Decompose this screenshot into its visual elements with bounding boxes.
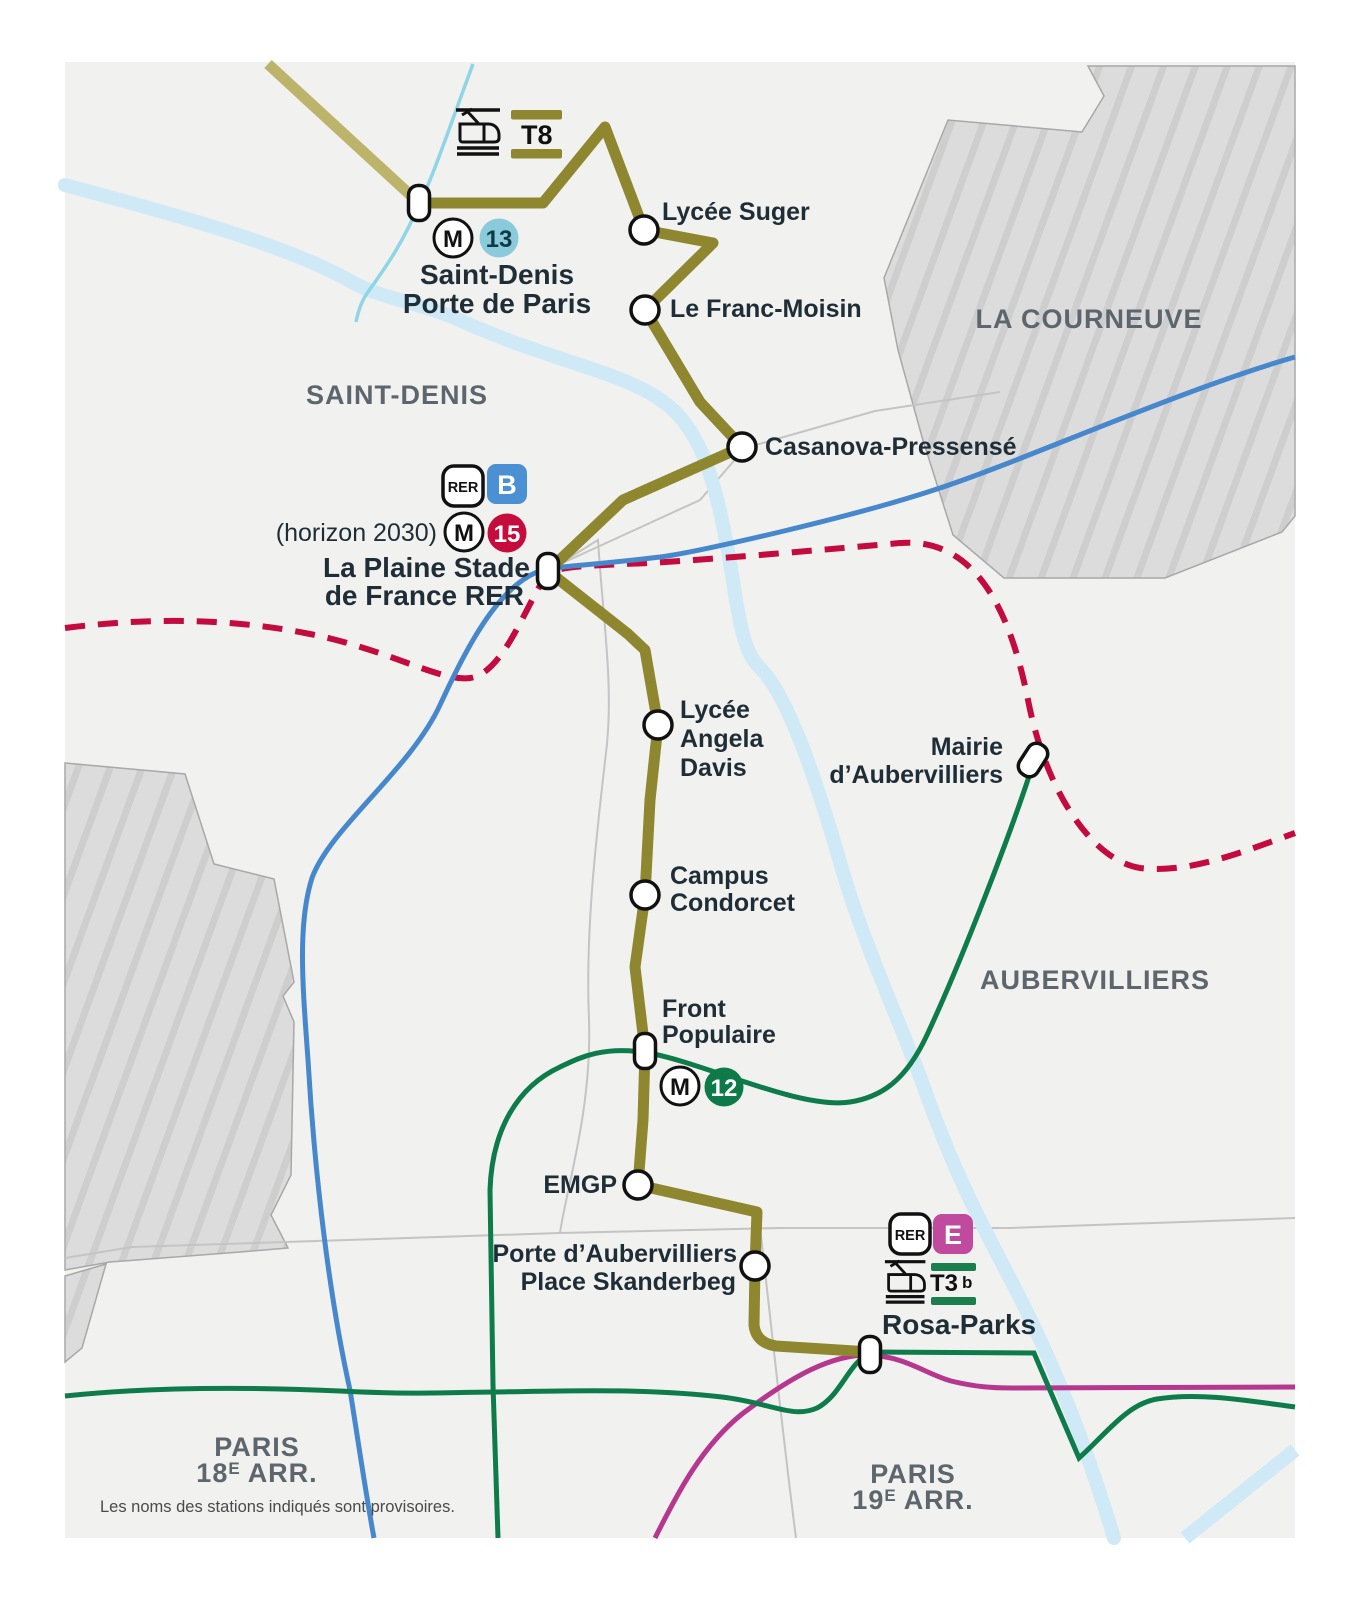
area-labels: SAINT-DENIS LA COURNEUVE AUBERVILLIERS P…	[196, 304, 1210, 1515]
line12-disc	[704, 1067, 744, 1107]
area-label-saint-denis: SAINT-DENIS	[306, 380, 488, 410]
m15-line-dashed	[64, 539, 1297, 872]
label-mairie-aubervilliers-line2: d’Aubervilliers	[829, 761, 1003, 789]
area-label-aubervilliers: AUBERVILLIERS	[980, 965, 1210, 995]
hatched-zone-la-courneuve	[883, 65, 1296, 579]
rer-b-letter: B	[497, 470, 517, 500]
rer-e-line	[652, 1352, 1296, 1540]
rer-label: RER	[895, 1228, 926, 1244]
station-circles	[622, 214, 771, 1282]
label-saint-denis-line1: Saint-Denis	[420, 259, 574, 290]
station-marker-campus-condorcet	[629, 879, 661, 911]
provisional-names-note: Les noms des stations indiqués sont prov…	[100, 1498, 455, 1516]
label-mairie-aubervilliers-line1: Mairie	[931, 733, 1003, 761]
rere-t3b-badges: RER E T3 b	[884, 1212, 976, 1305]
station-marker-saint-denis-porte-de-paris	[406, 183, 432, 223]
label-campus-condorcet-line2: Condorcet	[670, 889, 796, 917]
canal-saint-denis	[58, 178, 1121, 1545]
metro-icon	[659, 1065, 701, 1107]
t8-label: T8	[521, 120, 553, 150]
line13-number: 13	[486, 226, 513, 253]
tram-icon	[456, 107, 501, 156]
canal-branch	[1180, 1444, 1300, 1544]
m13-badge: M 13	[432, 217, 519, 259]
area-label-paris19-city: PARIS	[870, 1459, 956, 1489]
station-marker-lycee-suger	[628, 214, 660, 246]
label-porte-aubervilliers-line2: Place Skanderbeg	[521, 1268, 736, 1296]
rer-e-letter: E	[944, 1220, 962, 1250]
station-marker-porte-aubervilliers	[739, 1250, 771, 1282]
rerb-m15-badges: RER B M 15 (horizon 2030)	[276, 464, 527, 553]
label-angela-davis-line3: Davis	[680, 754, 747, 782]
line12-number: 12	[711, 1075, 738, 1102]
m12-badge: M 12	[659, 1065, 744, 1107]
station-marker-mairie-aubervilliers	[1016, 741, 1050, 779]
station-marker-lycee-angela-davis	[642, 709, 674, 741]
t3b-label-sub: b	[962, 1273, 972, 1292]
t3b-label-main: T3	[930, 1270, 958, 1297]
t3b-bar-bottom	[931, 1297, 976, 1305]
label-lycee-suger: Lycée Suger	[662, 198, 810, 226]
rer-icon	[888, 1212, 932, 1256]
interchange-markers	[406, 183, 1050, 1375]
t8-bar-bottom	[511, 149, 562, 159]
horizon-2030-label: (horizon 2030)	[276, 519, 437, 547]
label-le-franc-moisin: Le Franc-Moisin	[670, 295, 862, 323]
label-angela-davis-line1: Lycée	[680, 696, 750, 724]
station-marker-casanova-pressense	[726, 431, 758, 463]
label-saint-denis-line2: Porte de Paris	[403, 288, 591, 319]
station-labels: Saint-Denis Porte de Paris Lycée Suger L…	[323, 198, 1036, 1340]
station-marker-le-franc-moisin	[629, 294, 661, 326]
t3b-bar-top	[931, 1263, 976, 1271]
hatched-zone-rail-yard	[64, 762, 295, 1271]
rer-b-disc	[487, 464, 527, 504]
rer-label: RER	[448, 480, 479, 496]
label-front-populaire-line2: Populaire	[662, 1021, 776, 1049]
label-rosa-parks: Rosa-Parks	[882, 1309, 1036, 1340]
label-porte-aubervilliers-line1: Porte d’Aubervilliers	[492, 1240, 737, 1268]
label-casanova-pressense: Casanova-Pressensé	[765, 433, 1017, 461]
metro-letter: M	[670, 1074, 690, 1101]
label-front-populaire-line1: Front	[662, 995, 727, 1023]
label-angela-davis-line2: Angela	[680, 725, 764, 753]
area-label-paris18-city: PARIS	[214, 1432, 300, 1462]
m12-line	[487, 763, 1036, 1539]
station-marker-la-plaine	[535, 551, 561, 591]
label-la-plaine-line1: La Plaine Stade	[323, 552, 530, 583]
label-la-plaine-line2: de France RER	[325, 580, 524, 611]
station-marker-emgp	[622, 1169, 654, 1201]
rer-b-line	[300, 354, 1296, 1539]
line13-disc	[479, 218, 519, 258]
label-emgp: EMGP	[543, 1171, 617, 1199]
t8-existing-line	[264, 59, 423, 208]
rer-icon	[441, 464, 485, 508]
hatched-zone-rail-yard-south	[64, 1262, 108, 1364]
line15-number: 15	[494, 521, 521, 548]
river-line	[354, 63, 475, 323]
station-marker-front-populaire	[632, 1031, 658, 1071]
line15-disc	[487, 513, 527, 553]
metro-icon	[432, 217, 474, 259]
t8-bar-top	[511, 110, 562, 120]
metro-icon	[443, 511, 485, 553]
metro-letter: M	[454, 520, 474, 547]
metro-letter: M	[443, 226, 463, 253]
tram-icon	[884, 1259, 926, 1304]
t8-badge: T8	[456, 107, 562, 159]
rer-e-disc	[933, 1214, 973, 1254]
label-campus-condorcet-line1: Campus	[670, 862, 769, 890]
t3b-line	[64, 1349, 1296, 1463]
station-marker-rosa-parks	[857, 1334, 883, 1375]
area-label-la-courneuve: LA COURNEUVE	[975, 304, 1202, 334]
